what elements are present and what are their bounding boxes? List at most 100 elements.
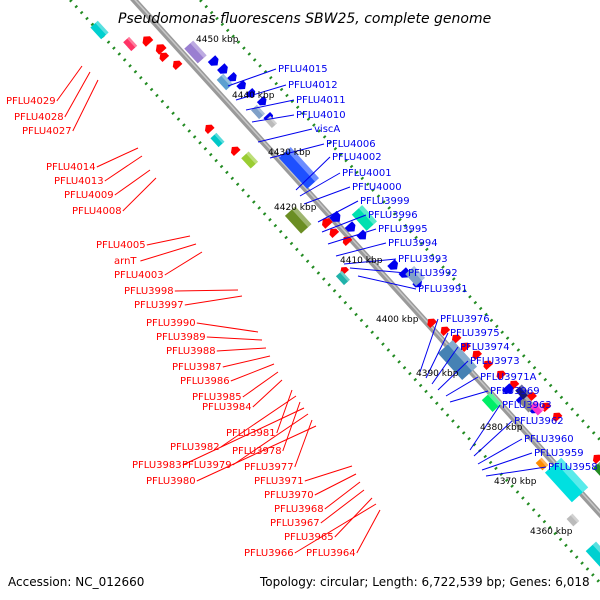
gene-label-forward[interactable]: PFLU3994 [388, 238, 438, 249]
gene-label-forward[interactable]: PFLU3999 [360, 196, 410, 207]
gene-label-forward[interactable]: viscA [314, 124, 340, 135]
gene-label-forward[interactable]: PFLU3963 [502, 400, 552, 411]
leader-line-reverse [294, 503, 377, 554]
gene-label-reverse[interactable]: PFLU3988 [166, 346, 216, 357]
leader-line-forward [251, 114, 295, 123]
gene-forward-arrow [207, 55, 219, 66]
gene-label-reverse[interactable]: PFLU4014 [46, 162, 96, 173]
leader-line-reverse [320, 489, 365, 524]
homology-block [593, 461, 600, 479]
gene-label-reverse[interactable]: PFLU4028 [14, 112, 64, 123]
leader-line-reverse [252, 379, 283, 408]
gene-forward-arrow [256, 96, 267, 106]
gene-label-forward[interactable]: PFLU3993 [398, 254, 448, 265]
tick-track-forward [199, 0, 600, 443]
homology-block [544, 457, 589, 503]
leader-line-reverse [242, 371, 279, 398]
gene-label-reverse[interactable]: PFLU3983 [132, 460, 182, 471]
leader-line-reverse [196, 322, 259, 333]
gene-label-forward[interactable]: PFLU3996 [368, 210, 418, 221]
gene-label-reverse[interactable]: PFLU3977 [244, 462, 294, 473]
leader-line-reverse [164, 251, 203, 276]
gene-label-forward[interactable]: PFLU3973 [470, 356, 520, 367]
gene-label-reverse[interactable]: PFLU4029 [6, 96, 56, 107]
gene-label-forward[interactable]: PFLU4011 [296, 95, 346, 106]
gene-label-reverse[interactable]: PFLU4009 [64, 190, 114, 201]
kbp-tick-label: 4430 kbp [268, 148, 311, 158]
gene-label-reverse[interactable]: PFLU3964 [306, 548, 356, 559]
backbone-line [130, 0, 600, 519]
gene-label-forward[interactable]: PFLU3962 [514, 416, 564, 427]
gene-label-forward[interactable]: PFLU4010 [296, 110, 346, 121]
gene-label-reverse[interactable]: PFLU3968 [274, 504, 324, 515]
leader-line-forward [481, 452, 533, 471]
gene-reverse-arrow [472, 350, 483, 360]
gene-label-reverse[interactable]: PFLU3967 [270, 518, 320, 529]
kbp-tick-label: 4370 kbp [494, 477, 537, 487]
gene-label-reverse[interactable]: arnT [114, 256, 137, 267]
gene-label-reverse[interactable]: PFLU4005 [96, 240, 146, 251]
gene-label-reverse[interactable]: PFLU3970 [264, 490, 314, 501]
gene-label-forward[interactable]: PFLU3960 [524, 434, 574, 445]
leader-line-forward [245, 99, 295, 111]
feature-track [90, 20, 600, 571]
gene-label-reverse[interactable]: PFLU3971 [254, 476, 304, 487]
gene-label-forward[interactable]: PFLU3958 [548, 462, 598, 473]
leader-line-forward [445, 376, 479, 397]
gene-label-forward[interactable]: PFLU3975 [450, 328, 500, 339]
homology-block [123, 36, 138, 52]
leader-line-reverse [294, 419, 313, 468]
homology-block [278, 147, 319, 189]
gene-label-reverse[interactable]: PFLU3997 [134, 300, 184, 311]
gene-label-forward[interactable]: PFLU3992 [408, 268, 458, 279]
gene-label-forward[interactable]: PFLU3974 [460, 342, 510, 353]
homology-block [481, 392, 502, 412]
gene-label-reverse[interactable]: PFLU3990 [146, 318, 196, 329]
gene-label-reverse[interactable]: PFLU3984 [202, 402, 252, 413]
gene-label-reverse[interactable]: PFLU3987 [172, 362, 222, 373]
leader-line-forward [295, 156, 331, 191]
gene-label-reverse[interactable]: PFLU3986 [180, 376, 230, 387]
gene-label-reverse[interactable]: PFLU3979 [182, 460, 232, 471]
gene-label-reverse[interactable]: PFLU4008 [72, 206, 122, 217]
gene-label-reverse[interactable]: PFLU3985 [192, 392, 242, 403]
gene-label-reverse[interactable]: PFLU4013 [54, 176, 104, 187]
gene-label-reverse[interactable]: PFLU3980 [146, 476, 196, 487]
gene-reverse-arrow [329, 228, 340, 238]
gene-label-forward[interactable]: PFLU3959 [534, 448, 584, 459]
gene-label-forward[interactable]: PFLU4006 [326, 139, 376, 150]
leader-line-reverse [72, 79, 99, 132]
kbp-tick-label: 4420 kbp [274, 203, 317, 213]
gene-label-forward[interactable]: PFLU3991 [418, 284, 468, 295]
gene-label-reverse[interactable]: PFLU3998 [124, 286, 174, 297]
topology-text: Topology: circular; Length: 6,722,539 bp… [259, 575, 590, 589]
gene-label-forward[interactable]: PFLU3976 [440, 314, 490, 325]
gene-label-reverse[interactable]: PFLU4027 [22, 126, 72, 137]
leader-line-reverse [314, 473, 357, 496]
leader-line-reverse [174, 289, 239, 292]
gene-label-reverse[interactable]: PFLU3966 [244, 548, 294, 559]
gene-label-forward[interactable]: PFLU4000 [352, 182, 402, 193]
gene-label-reverse[interactable]: PFLU3989 [156, 332, 206, 343]
gene-forward-arrow [356, 229, 367, 240]
gene-label-reverse[interactable]: PFLU4003 [114, 270, 164, 281]
gene-label-forward[interactable]: PFLU4012 [288, 80, 338, 91]
gene-label-forward[interactable]: PFLU3995 [378, 224, 428, 235]
gene-label-forward[interactable]: PFLU4002 [332, 152, 382, 163]
gene-label-reverse[interactable]: PFLU3978 [232, 446, 282, 457]
gene-label-forward[interactable]: PFLU4015 [278, 64, 328, 75]
gene-label-reverse[interactable]: PFLU3982 [170, 442, 220, 453]
gene-reverse-arrow [155, 44, 167, 55]
kbp-tick-label: 4390 kbp [416, 369, 459, 379]
gene-reverse-arrow [483, 360, 494, 370]
leader-line-reverse [146, 235, 191, 246]
leader-line-forward [299, 172, 341, 197]
gene-label-forward[interactable]: PFLU3971A [480, 372, 537, 383]
leader-line-forward [327, 228, 377, 245]
gene-label-forward[interactable]: PFLU3969 [490, 386, 540, 397]
gene-label-reverse[interactable]: PFLU3965 [284, 532, 334, 543]
gene-label-forward[interactable]: PFLU4001 [342, 168, 392, 179]
leader-line-reverse [282, 401, 301, 452]
homology-block [529, 400, 545, 416]
gene-label-reverse[interactable]: PFLU3981 [226, 428, 276, 439]
